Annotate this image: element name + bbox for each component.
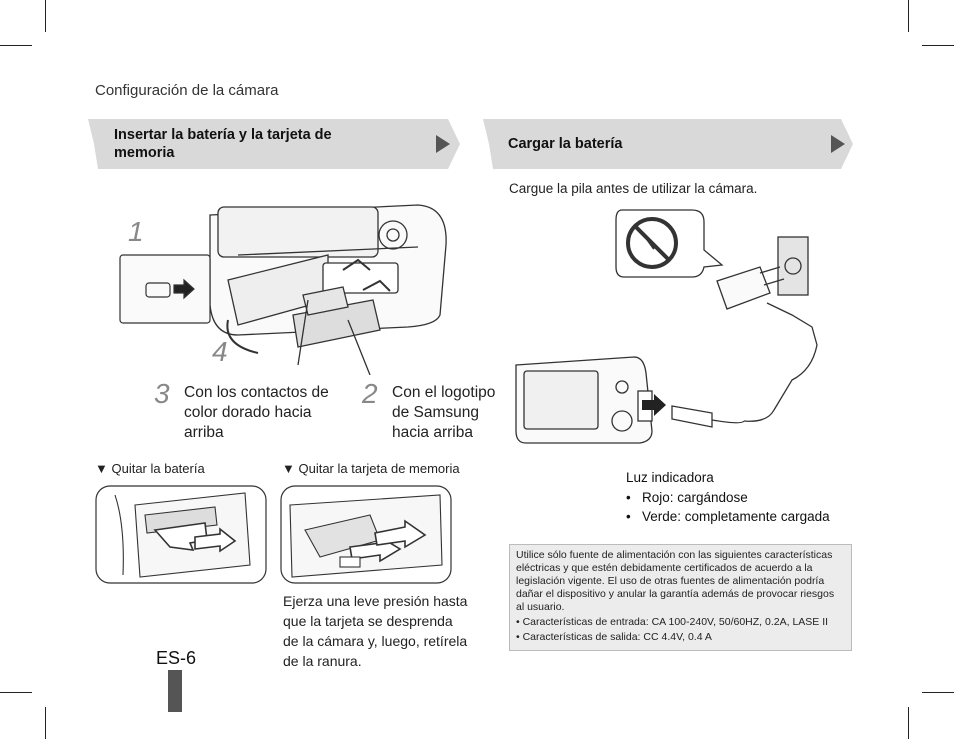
- crop-mark: [0, 45, 32, 46]
- section-header: Configuración de la cámara: [95, 82, 279, 99]
- play-arrow-icon: [436, 135, 450, 153]
- note-line: de la cámara y, luego, retírela: [283, 633, 468, 649]
- step-3-description: Con los contactos de color dorado hacia …: [184, 383, 329, 443]
- step-text-line: de Samsung: [392, 404, 480, 421]
- step-number: 4: [212, 336, 228, 367]
- crop-mark: [0, 692, 32, 693]
- left-section-banner: Insertar la batería y la tarjeta de memo…: [88, 119, 460, 169]
- step-text-line: color dorado hacia: [184, 404, 312, 421]
- indicator-title: Luz indicadora: [626, 470, 714, 485]
- remove-card-illustration: [280, 485, 452, 584]
- infobox-paragraph: Utilice sólo fuente de alimentación con …: [516, 549, 835, 613]
- step-text-line: hacia arriba: [392, 424, 473, 441]
- banner-title-line: Insertar la batería y la tarjeta de: [114, 127, 332, 143]
- note-line: que la tarjeta se desprenda: [283, 613, 453, 629]
- indicator-green-text: : completamente cargada: [677, 509, 830, 524]
- crop-mark: [922, 45, 954, 46]
- indicator-green-row: • Verde: completamente cargada: [626, 509, 830, 524]
- infobox-bullet: • Características de salida: CC 4.4V, 0.…: [516, 631, 712, 643]
- step-text-line: arriba: [184, 424, 224, 441]
- play-arrow-icon: [831, 135, 845, 153]
- banner-shape: [88, 119, 460, 169]
- crop-mark: [908, 707, 909, 739]
- crop-mark: [45, 0, 46, 32]
- remove-battery-illustration: [95, 485, 267, 584]
- step-2-description: Con el logotipo de Samsung hacia arriba: [392, 383, 495, 443]
- indicator-red-text: : cargándose: [669, 490, 748, 505]
- step-text-line: Con los contactos de: [184, 384, 329, 401]
- charge-indicator: Luz indicadora • Rojo: cargándose • Verd…: [626, 468, 830, 526]
- remove-card-label: ▼ Quitar la tarjeta de memoria: [282, 461, 460, 476]
- step-number: 3: [154, 378, 170, 409]
- note-line: de la ranura.: [283, 653, 362, 669]
- remove-card-note: Ejerza una leve presión hasta que la tar…: [283, 591, 467, 671]
- left-banner-title: Insertar la batería y la tarjeta de memo…: [114, 126, 332, 162]
- page-number: ES-6: [156, 648, 197, 668]
- battery-insert-illustration: [119, 204, 447, 375]
- power-requirements-note: Utilice sólo fuente de alimentación con …: [509, 544, 852, 651]
- right-banner-title: Cargar la batería: [508, 136, 623, 152]
- step-number: 1: [128, 216, 144, 247]
- indicator-green-label: Verde: [641, 509, 678, 524]
- right-section-banner: Cargar la batería: [483, 119, 853, 169]
- remove-battery-label: ▼ Quitar la batería: [95, 461, 205, 476]
- indicator-red-row: • Rojo: cargándose: [626, 490, 748, 505]
- page-tab-marker: [168, 670, 182, 712]
- note-line: Ejerza una leve presión hasta: [283, 593, 468, 609]
- banner-shape: [483, 119, 853, 169]
- crop-mark: [908, 0, 909, 32]
- crop-mark: [922, 692, 954, 693]
- charging-illustration: [515, 209, 818, 444]
- infobox-bullet: • Características de entrada: CA 100-240…: [516, 616, 829, 628]
- charge-intro: Cargue la pila antes de utilizar la cáma…: [509, 181, 758, 196]
- crop-mark: [45, 707, 46, 739]
- step-number: 2: [362, 378, 378, 409]
- banner-title-line: memoria: [114, 145, 175, 161]
- indicator-red-label: Rojo: [641, 490, 670, 505]
- step-text-line: Con el logotipo: [392, 384, 496, 401]
